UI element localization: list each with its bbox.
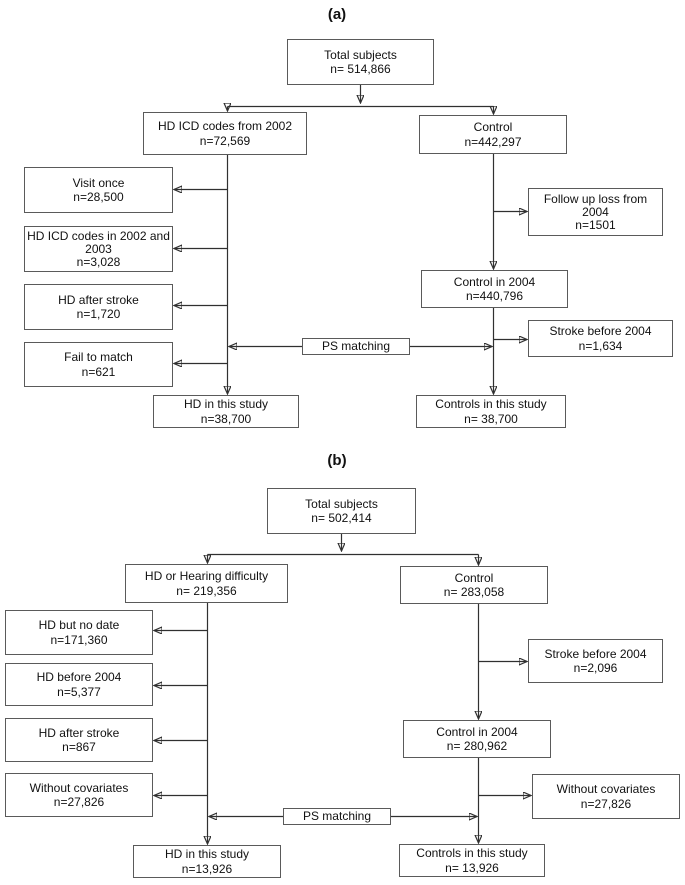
box-b-hd-in-study: HD in this study n=13,926 <box>133 845 281 878</box>
box-count: n= 514,866 <box>330 62 391 76</box>
box-label: HD after stroke <box>58 292 139 307</box>
box-a-control: Control n=442,297 <box>419 115 567 154</box>
box-label: PS matching <box>321 339 391 353</box>
box-b-hd-after-stroke: HD after stroke n=867 <box>5 718 153 762</box>
box-a-fail-to-match: Fail to match n=621 <box>24 342 173 387</box>
box-label: Fail to match <box>64 350 133 364</box>
box-count: n=2,096 <box>573 661 618 675</box>
box-a-control-2004: Control in 2004 n=440,796 <box>421 270 568 308</box>
box-b-hd-no-date: HD but no date n=171,360 <box>5 610 153 655</box>
box-count: n= 38,700 <box>464 411 518 426</box>
box-b-control: Control n= 283,058 <box>400 566 548 604</box>
box-label: Control <box>454 570 494 585</box>
box-a-hd-in-study: HD in this study n=38,700 <box>153 395 299 428</box>
box-count: n=38,700 <box>200 411 252 426</box>
box-count: n= 219,356 <box>176 583 237 598</box>
connectors-panel-b <box>154 534 531 844</box>
box-count: n= 502,414 <box>311 511 372 525</box>
box-label: HD before 2004 <box>36 670 122 684</box>
box-label: HD ICD codes in 2002 and 2003 <box>27 228 170 256</box>
box-label: Stroke before 2004 <box>544 646 647 661</box>
box-label: PS matching <box>302 809 372 823</box>
box-count: n= 13,926 <box>445 860 499 875</box>
box-label: Controls in this study <box>416 846 528 860</box>
box-a-hd-icd-2002-2003: HD ICD codes in 2002 and 2003 n=3,028 <box>24 226 173 272</box>
box-count: n=1501 <box>575 217 616 232</box>
box-count: n=27,826 <box>580 796 632 811</box>
box-label: Controls in this study <box>435 397 547 411</box>
box-a-follow-up-loss: Follow up loss from 2004 n=1501 <box>528 188 663 236</box>
box-label: Without covariates <box>556 782 656 796</box>
box-count: n=171,360 <box>50 632 108 647</box>
box-label: Control in 2004 <box>436 724 518 739</box>
panel-a-title: (a) <box>327 6 347 23</box>
box-b-ps-matching: PS matching <box>283 808 391 825</box>
panel-b-title: (b) <box>327 452 347 469</box>
box-count: n=27,826 <box>53 795 105 809</box>
box-label: Visit once <box>72 175 125 190</box>
box-label: HD in this study <box>164 847 250 861</box>
box-count: n=72,569 <box>199 133 251 148</box>
box-b-hd-before-2004: HD before 2004 n=5,377 <box>5 663 153 706</box>
box-label: Follow up loss from 2004 <box>543 191 648 219</box>
box-a-stroke-before-2004: Stroke before 2004 n=1,634 <box>528 320 673 357</box>
box-count: n=1,720 <box>76 307 121 321</box>
box-a-hd-after-stroke: HD after stroke n=1,720 <box>24 284 173 330</box>
box-label: HD or Hearing difficulty <box>144 569 269 583</box>
box-count: n=440,796 <box>465 289 524 303</box>
box-label: Total subjects <box>305 496 378 511</box>
box-label: Stroke before 2004 <box>549 324 652 338</box>
connectors-panel-a <box>174 85 527 394</box>
box-b-stroke-before-2004: Stroke before 2004 n=2,096 <box>528 639 663 683</box>
box-count: n=621 <box>81 364 116 379</box>
box-a-ps-matching: PS matching <box>302 338 410 355</box>
box-count: n= 283,058 <box>443 585 505 599</box>
box-b-total-subjects: Total subjects n= 502,414 <box>267 488 416 534</box>
box-b-hd-or-hearing-difficulty: HD or Hearing difficulty n= 219,356 <box>125 564 288 603</box>
box-label: HD after stroke <box>38 725 120 740</box>
box-label: Total subjects <box>324 47 397 62</box>
box-b-control-2004: Control in 2004 n= 280,962 <box>403 720 551 758</box>
box-b-without-covariates-right: Without covariates n=27,826 <box>532 774 680 819</box>
box-count: n=28,500 <box>73 190 124 204</box>
box-a-hd-icd-2002: HD ICD codes from 2002 n=72,569 <box>143 112 307 155</box>
box-count: n= 280,962 <box>446 739 508 753</box>
box-a-total-subjects: Total subjects n= 514,866 <box>287 39 434 85</box>
box-b-controls-in-study: Controls in this study n= 13,926 <box>399 844 545 877</box>
box-count: n=1,634 <box>578 338 623 353</box>
box-count: n=867 <box>62 740 96 754</box>
box-a-controls-in-study: Controls in this study n= 38,700 <box>416 395 566 428</box>
box-a-visit-once: Visit once n=28,500 <box>24 167 173 213</box>
box-count: n=442,297 <box>464 134 522 149</box>
box-label: Control <box>473 120 513 134</box>
box-label: HD ICD codes from 2002 <box>157 119 293 133</box>
box-label: Control in 2004 <box>453 274 536 289</box>
box-b-without-covariates-left: Without covariates n=27,826 <box>5 773 153 817</box>
box-label: Without covariates <box>29 780 129 795</box>
box-count: n=5,377 <box>57 684 101 699</box>
box-label: HD in this study <box>183 397 269 411</box>
box-count: n=13,926 <box>181 861 233 876</box>
box-count: n=3,028 <box>76 254 121 269</box>
box-label: HD but no date <box>38 618 120 632</box>
